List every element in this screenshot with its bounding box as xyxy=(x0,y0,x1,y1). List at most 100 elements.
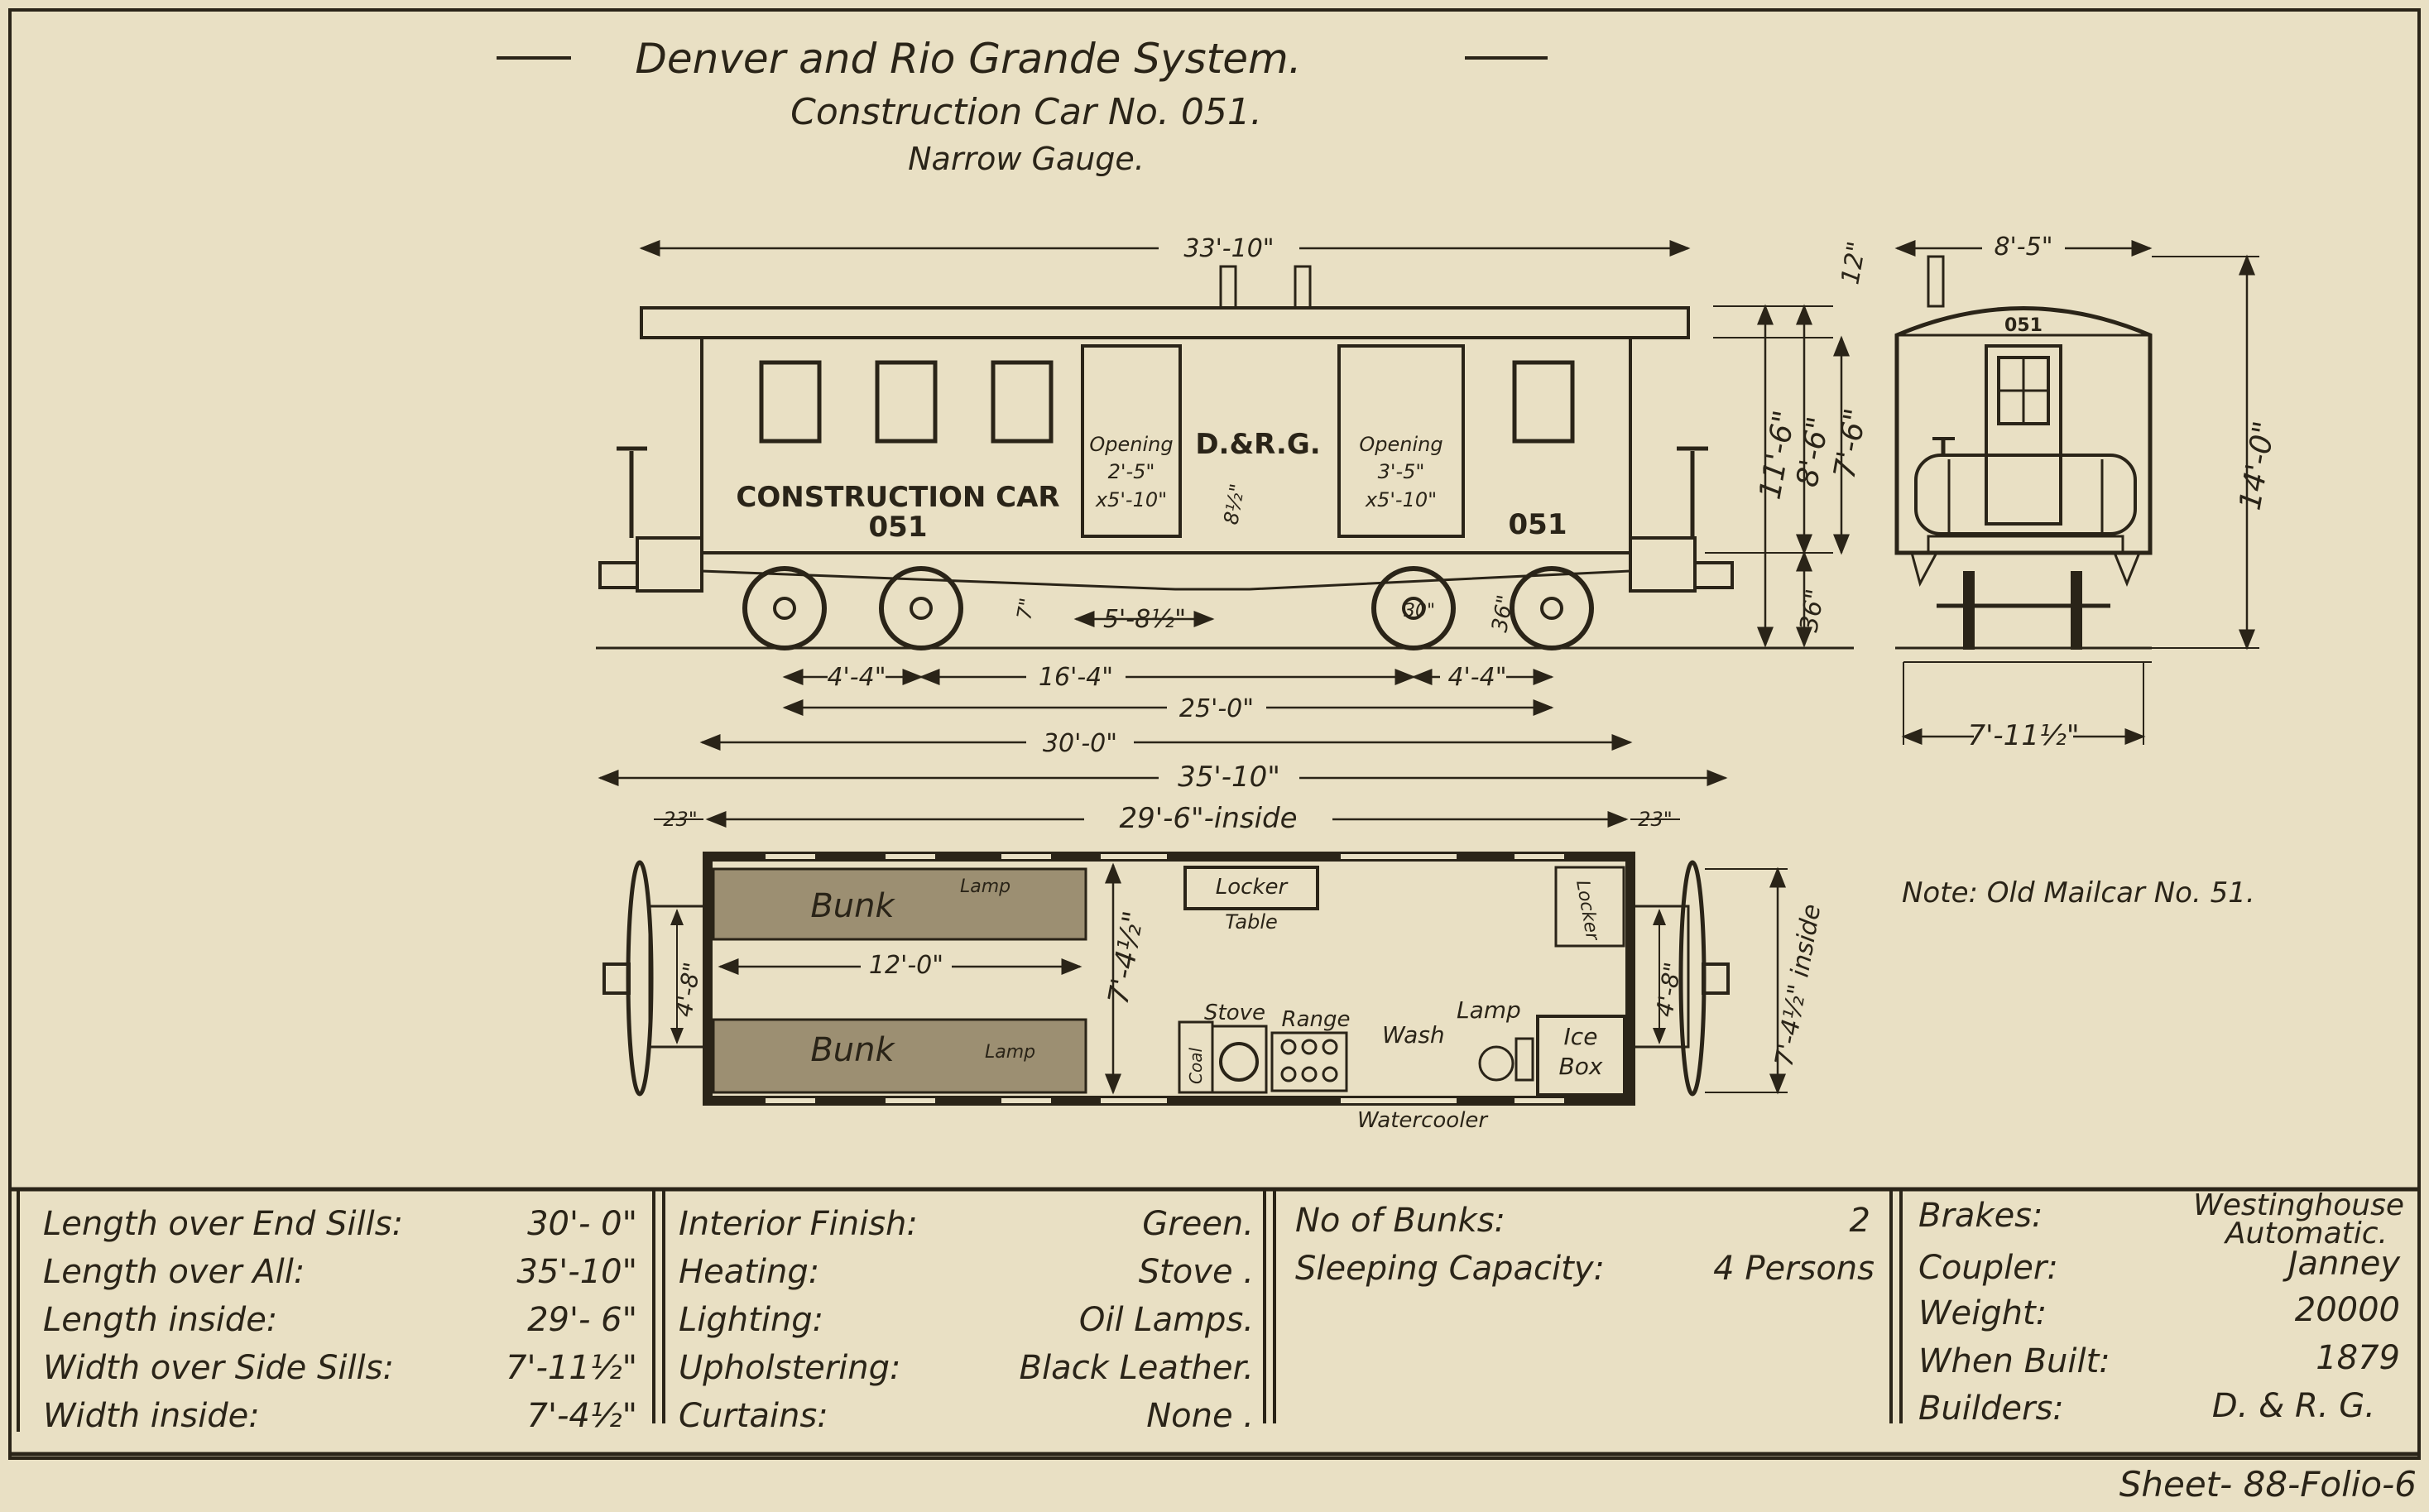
spec-label: Interior Finish: xyxy=(679,1205,918,1243)
car-initials: D.&R.G. xyxy=(1195,428,1320,461)
dim-wheel-height: 36" xyxy=(1487,593,1518,635)
spec-value: 29'- 6" xyxy=(527,1301,637,1339)
spec-label: Length over All: xyxy=(43,1253,305,1291)
water-cooler-label: Watercooler xyxy=(1357,1108,1489,1133)
spec-value: 35'-10" xyxy=(516,1253,637,1291)
ice-box xyxy=(1536,1015,1626,1097)
stove xyxy=(1211,1025,1268,1094)
wheels xyxy=(742,566,1594,650)
lamp-bottom-label: Lamp xyxy=(985,1042,1035,1063)
header: Denver and Rio Grande System. Constructi… xyxy=(497,35,1548,177)
plan-platform-right xyxy=(1629,905,1690,1049)
coupler-left xyxy=(598,561,639,589)
spec-value: Automatic. xyxy=(2224,1217,2388,1250)
end-roof-stack xyxy=(1927,255,1945,308)
door-right-size-2: x5'-10" xyxy=(1365,488,1437,511)
dim-height-36: 36" xyxy=(1794,587,1830,634)
table-label: Table xyxy=(1225,910,1278,934)
spec-label: Sleeping Capacity: xyxy=(1295,1250,1605,1288)
drawing-title: Denver and Rio Grande System. xyxy=(635,35,1301,83)
note-text: Note: Old Mailcar No. 51. xyxy=(1902,876,2255,910)
plan-buffer-left xyxy=(626,860,654,1097)
spec-label: Coupler: xyxy=(1918,1249,2058,1287)
end-car-number: 051 xyxy=(2004,315,2043,336)
spec-col-1: Length over End Sills: 30'- 0" Length ov… xyxy=(43,1205,637,1435)
car-roof xyxy=(640,306,1690,339)
gauge-label: Narrow Gauge. xyxy=(908,141,1145,177)
dim-bunk-length: 12'-0" xyxy=(869,951,943,980)
dim-inside-width: 7'-4½" xyxy=(1102,909,1150,1007)
spec-col-4: Brakes: Westinghouse Automatic. Coupler:… xyxy=(1918,1188,2404,1428)
dim-end-sill-width: 7'-11½" xyxy=(1967,719,2079,752)
lamp-top-label: Lamp xyxy=(960,876,1010,897)
end-door xyxy=(1985,344,2062,526)
coupler-right xyxy=(1693,561,1734,589)
spec-label: No of Bunks: xyxy=(1295,1202,1505,1240)
dim-end-right: 23" xyxy=(1638,808,1673,831)
dim-truck-wheelbase-left: 4'-4" xyxy=(827,663,886,692)
bunk-top xyxy=(712,867,1087,941)
spec-value: 2 xyxy=(1850,1202,1870,1240)
spec-col-3: No of Bunks: 2 Sleeping Capacity: 4 Pers… xyxy=(1295,1202,1875,1288)
dim-height-12: 12" xyxy=(1836,239,1871,286)
spec-label: Width inside: xyxy=(43,1397,260,1435)
spec-label: When Built: xyxy=(1918,1342,2110,1380)
dim-roof-length: 33'-10" xyxy=(1183,234,1274,263)
spec-value: Westinghouse xyxy=(2193,1188,2404,1222)
spec-label: Lighting: xyxy=(679,1301,823,1339)
car-number-left: 051 xyxy=(869,511,928,544)
wash-label: Wash xyxy=(1382,1021,1445,1049)
door-left-size-2: x5'-10" xyxy=(1095,488,1167,511)
dim-height-7-6: 7'-6" xyxy=(1827,406,1873,481)
roof-stack-2 xyxy=(1294,265,1312,310)
dim-end-total-height: 14'-0" xyxy=(2233,419,2282,513)
dim-center-gap: 5'-8½" xyxy=(1103,605,1186,634)
dim-wheel-diameter: 30" xyxy=(1404,601,1435,622)
stove-label: Stove xyxy=(1204,1001,1265,1025)
spec-value: 30'- 0" xyxy=(527,1205,637,1243)
spec-col-2: Interior Finish: Green. Heating: Stove .… xyxy=(679,1205,1254,1435)
ice-box-label-1: Ice xyxy=(1564,1023,1598,1050)
spec-label: Length over End Sills: xyxy=(43,1205,403,1243)
car-lettering: CONSTRUCTION CAR xyxy=(736,481,1059,514)
spec-label: Weight: xyxy=(1918,1294,2047,1332)
range-label: Range xyxy=(1282,1007,1351,1032)
door-right-label: Opening xyxy=(1359,433,1443,456)
dim-over-all: 35'-10" xyxy=(1178,761,1280,794)
spec-value: 1879 xyxy=(2316,1339,2400,1377)
wash-basin xyxy=(1478,1045,1515,1082)
door-left-label: Opening xyxy=(1089,433,1173,456)
spec-value: None . xyxy=(1146,1397,1254,1435)
spec-value: Black Leather. xyxy=(1020,1349,1254,1387)
dim-wheelbase-total: 25'-0" xyxy=(1179,694,1254,723)
underframe xyxy=(700,551,1632,591)
spec-value: 7'-11½" xyxy=(506,1349,637,1387)
car-number-right: 051 xyxy=(1509,508,1567,541)
range xyxy=(1270,1031,1348,1092)
spec-value: Stove . xyxy=(1139,1253,1254,1291)
door-right-size: 3'-5" xyxy=(1378,460,1425,483)
dim-end-left: 23" xyxy=(663,808,698,831)
spec-label: Builders: xyxy=(1918,1390,2064,1428)
dim-end-top-width: 8'-5" xyxy=(1994,233,2052,262)
bunk-bottom-label: Bunk xyxy=(810,1031,895,1069)
drawing-subtitle: Construction Car No. 051. xyxy=(790,91,1262,133)
locker-top xyxy=(1183,866,1319,910)
dim-truck-wheelbase-right: 4'-4" xyxy=(1447,663,1506,692)
plan-view: 29'-6"-inside 23" 23" Bunk Bunk Lamp Lam… xyxy=(602,801,1827,1133)
door-left-size: 2'-5" xyxy=(1108,460,1155,483)
lamp-wash-label: Lamp xyxy=(1457,996,1521,1024)
spec-label: Width over Side Sills: xyxy=(43,1349,394,1387)
spec-label: Heating: xyxy=(679,1253,819,1291)
dim-platform-left: 4'-8" xyxy=(670,960,706,1019)
sheet-footer: Sheet- 88-Folio-6 xyxy=(2119,1464,2417,1505)
spec-label: Brakes: xyxy=(1918,1197,2043,1235)
platform-right xyxy=(1629,536,1697,593)
coal-label: Coal xyxy=(1186,1048,1206,1084)
door-left xyxy=(1081,344,1182,538)
end-view: 051 8'-5" 14'-0" 7'-11½" xyxy=(1894,230,2283,752)
spec-label: Length inside: xyxy=(43,1301,277,1339)
sheet-border xyxy=(8,8,2421,1460)
spec-value: Janney xyxy=(2283,1245,2402,1283)
